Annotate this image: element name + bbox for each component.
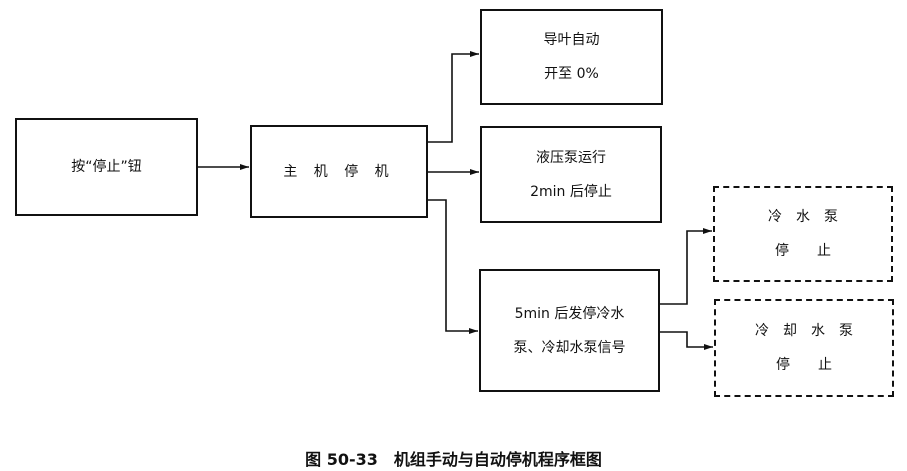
arrow-main-to-signal (427, 199, 478, 334)
main-stop-box: 主 机 停 机 (250, 125, 428, 218)
arrow-signal-to-cooling (659, 331, 713, 350)
signal-box: 5min 后发停冷水 泵、冷却水泵信号 (479, 269, 660, 392)
main-stop-label: 主 机 停 机 (283, 163, 395, 180)
chilled-line1: 冷 水 泵 (768, 209, 838, 225)
signal-line1: 5min 后发停冷水 (514, 305, 625, 322)
press-stop-box: 按“停止”钮 (15, 118, 198, 216)
cooling-line1: 冷 却 水 泵 (755, 323, 853, 339)
arrow-signal-to-chilled (659, 228, 712, 305)
cooling-pump-box: 冷 却 水 泵 停 止 (714, 299, 894, 397)
hydraulic-line1: 液压泵运行 (536, 149, 606, 166)
hydraulic-pump-box: 液压泵运行 2min 后停止 (480, 126, 662, 223)
arrow-main-to-guide-vane (427, 51, 479, 143)
cooling-line2: 停 止 (776, 357, 832, 373)
hydraulic-line2: 2min 后停止 (530, 183, 612, 200)
guide-vane-box: 导叶自动 开至 0% (480, 9, 663, 105)
chilled-line2: 停 止 (775, 243, 831, 259)
signal-line2: 泵、冷却水泵信号 (513, 339, 626, 356)
chilled-pump-box: 冷 水 泵 停 止 (713, 186, 893, 282)
figure-caption: 图 50-33 机组手动与自动停机程序框图 (305, 450, 602, 469)
guide-vane-line1: 导叶自动 (543, 32, 600, 48)
guide-vane-line2: 开至 0% (544, 66, 599, 82)
press-stop-label: 按“停止”钮 (71, 159, 142, 175)
